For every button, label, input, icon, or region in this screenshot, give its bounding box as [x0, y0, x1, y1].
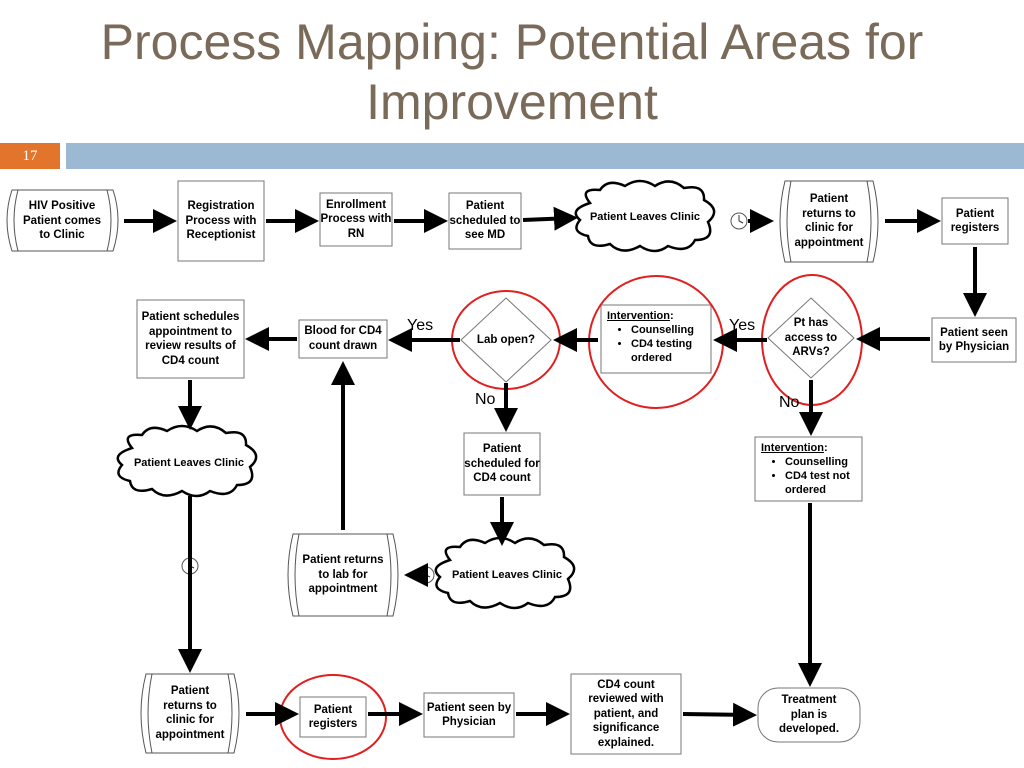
- cloud-leaves-clinic-1: [574, 179, 716, 253]
- label-no-lab: No: [475, 391, 496, 408]
- box-scheduled-cd4: [463, 432, 541, 496]
- node-intervention-1: Intervention: Counselling CD4 testing or…: [601, 305, 711, 373]
- clock-icon: [730, 212, 748, 230]
- cloud-leaves-clinic-3: [434, 536, 576, 610]
- node-enrollment: Enrollment Process with RN: [320, 198, 392, 240]
- box-intervention-2: [754, 436, 863, 502]
- node-leaves-clinic-1: Patient Leaves Clinic: [589, 210, 701, 223]
- scroll-returns-clinic-2: [140, 673, 240, 754]
- box-seen-physician-1: [931, 317, 1017, 363]
- node-returns-lab: Patient returns to lab for appointment: [302, 554, 384, 596]
- label-yes-arvs: Yes: [729, 317, 756, 334]
- node-cd4-reviewed: CD4 count reviewed with patient, and sig…: [588, 678, 664, 749]
- node-registration: Registration Process with Receptionist: [185, 200, 257, 242]
- scroll-returns-clinic-1: [779, 180, 879, 263]
- box-registers-2: [299, 696, 367, 738]
- slide-number: 17: [0, 143, 60, 169]
- box-registers-1: [941, 197, 1009, 245]
- intervention-2-heading: Intervention: [761, 442, 824, 454]
- title-bar: [66, 143, 1024, 169]
- node-lab-open: Lab open?: [476, 333, 536, 346]
- diamond-lab-open: [460, 297, 552, 383]
- arrow-cd4-reviewed-to-treatment: [682, 702, 757, 727]
- node-schedules-review: Patient schedules appointment to review …: [141, 311, 240, 367]
- intervention-2-colon: :: [823, 442, 828, 454]
- node-seen-physician-1: Patient seen by Physician: [938, 326, 1010, 354]
- node-access-arvs: Pt has access to ARVs?: [784, 317, 838, 359]
- title-line-1: Process Mapping: Potential Areas for: [100, 14, 924, 70]
- box-schedules-review: [136, 299, 245, 379]
- node-returns-clinic-2: Patient returns to clinic for appointmen…: [155, 685, 225, 741]
- node-blood-cd4: Blood for CD4 count drawn: [304, 325, 382, 352]
- label-no-arvs: No: [779, 394, 800, 411]
- box-registration: [177, 180, 265, 262]
- arrow-scheduled-to-leaves: [522, 206, 578, 231]
- intervention-1-item: CD4 testing ordered: [631, 337, 705, 365]
- title-line-2: Improvement: [366, 74, 658, 130]
- node-seen-physician-2: Patient seen by Physician: [426, 701, 512, 729]
- box-enrollment: [319, 192, 393, 247]
- scroll-returns-lab: [287, 533, 399, 617]
- box-intervention-1: [600, 304, 712, 374]
- node-hiv-positive: HIV Positive Patient comes to Clinic: [23, 200, 101, 242]
- intervention-2-item: CD4 test not ordered: [785, 469, 856, 497]
- box-seen-physician-2: [423, 692, 515, 738]
- box-cd4-reviewed: [570, 673, 682, 755]
- node-scheduled-cd4: Patient scheduled for CD4 count: [464, 443, 540, 485]
- node-leaves-clinic-3: Patient Leaves Clinic: [451, 568, 563, 581]
- node-scheduled-md: Patient scheduled to see MD: [449, 200, 521, 242]
- intervention-2-item: Counselling: [785, 455, 856, 469]
- intervention-1-heading: Intervention: [607, 310, 670, 322]
- node-returns-clinic-1: Patient returns to clinic for appointmen…: [794, 193, 864, 249]
- node-leaves-clinic-2: Patient Leaves Clinic: [133, 456, 245, 469]
- scroll-hiv-positive: [6, 189, 119, 252]
- node-intervention-2: Intervention: Counselling CD4 test not o…: [755, 437, 862, 501]
- node-registers-1: Patient registers: [950, 207, 1000, 235]
- intervention-1-colon: :: [669, 310, 674, 322]
- diamond-access-arvs: [767, 297, 855, 379]
- cloud-leaves-clinic-2: [116, 424, 258, 498]
- label-yes-lab: Yes: [407, 317, 434, 334]
- box-blood-cd4: [298, 319, 388, 359]
- node-registers-2: Patient registers: [308, 703, 358, 731]
- box-scheduled-md: [448, 192, 522, 250]
- intervention-1-item: Counselling: [631, 323, 705, 337]
- node-treatment-plan: Treatment plan is developed.: [778, 694, 840, 736]
- box-treatment-plan: [757, 687, 861, 743]
- page-title: Process Mapping: Potential Areas for Imp…: [0, 12, 1024, 132]
- clock-icon: [417, 566, 435, 584]
